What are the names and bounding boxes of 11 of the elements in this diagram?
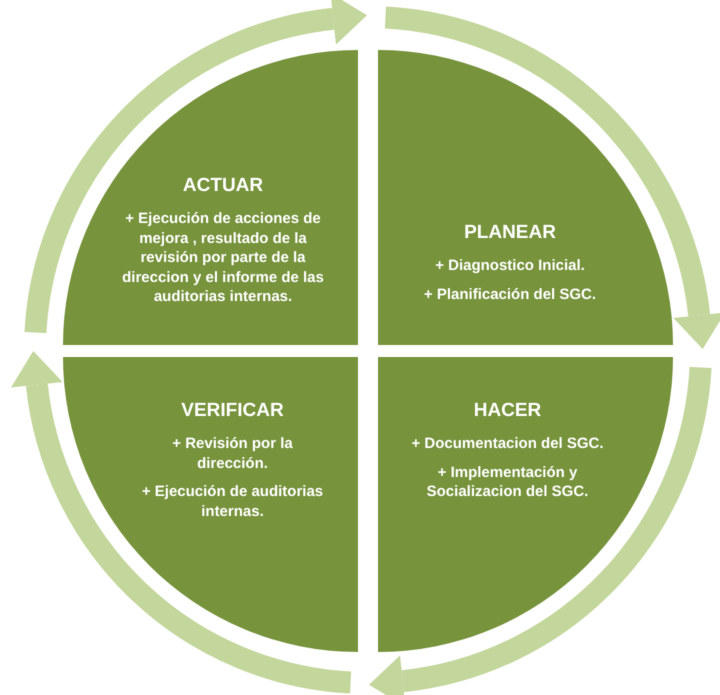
phase-heading: PLANEAR — [463, 222, 557, 244]
phase-item: + Planificación del SGC. — [422, 284, 598, 304]
phase-item: + Revisión por la dirección. — [171, 434, 294, 473]
phase-item: + Diagnostico Inicial. — [434, 256, 586, 276]
phase-heading: HACER — [472, 400, 542, 422]
phase-item: + Implementación y Socializacion del SGC. — [426, 462, 590, 502]
phase-item: + Ejecución de auditorias internas. — [140, 482, 324, 521]
phase-item: + Ejecución de acciones de mejora , resultado de la revisión por parte de la direccion y el informe de las auditorias internas. — [121, 209, 325, 306]
phase-item: + Documentacion del SGC. — [410, 434, 605, 454]
phase-heading: VERIFICAR — [180, 400, 285, 422]
phase-heading: ACTUAR — [182, 175, 264, 197]
